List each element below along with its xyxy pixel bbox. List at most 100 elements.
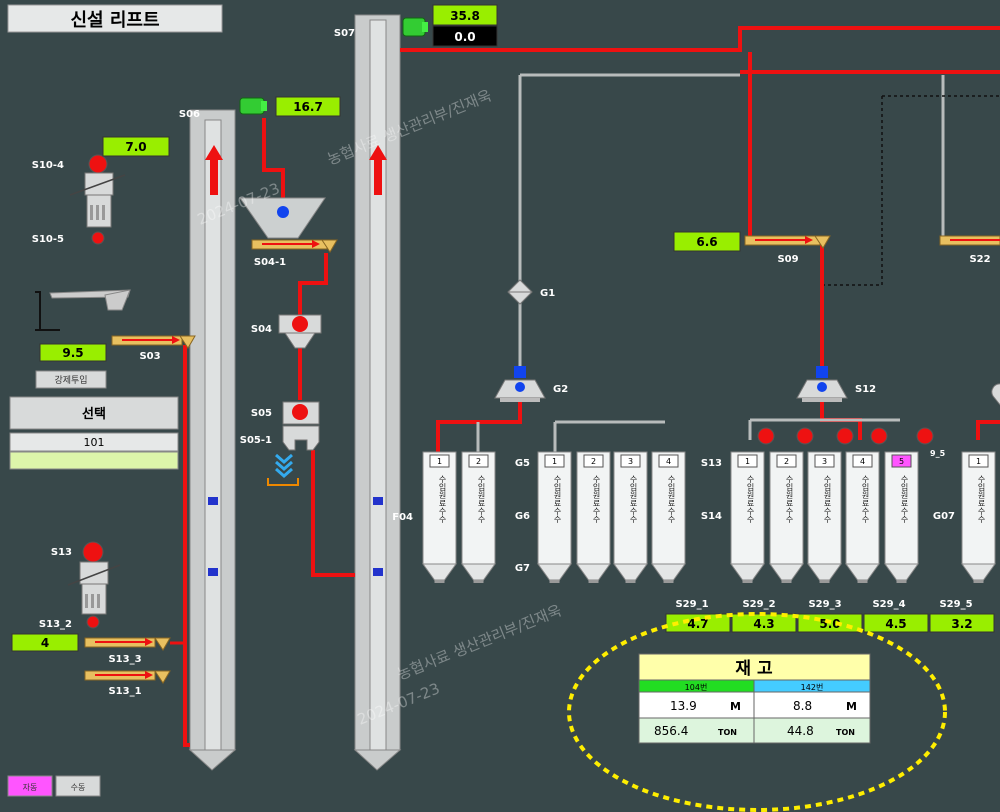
label-s22: S22	[969, 254, 990, 265]
bin-valves[interactable]	[757, 427, 934, 445]
label-g1: G1	[540, 288, 555, 299]
label-s07: S07	[334, 28, 355, 39]
watermark-text: 농협사료 생산관리부/진재욱	[395, 601, 564, 683]
label-s05: S05	[251, 408, 272, 419]
label-s04: S04	[251, 324, 272, 335]
auto-label: 자동	[23, 783, 38, 792]
select-value: 101	[84, 436, 105, 449]
reading-box	[432, 4, 498, 26]
dump-hopper	[35, 289, 131, 331]
silo-number: 2	[476, 457, 481, 466]
label-s09: S09	[777, 254, 798, 265]
label-s13-1: S13_1	[108, 686, 141, 697]
distributor-g2[interactable]	[494, 366, 546, 402]
s29-reading-box	[929, 613, 995, 633]
motor-s06[interactable]	[239, 97, 267, 115]
reading-s07-top: 35.8	[450, 9, 480, 23]
conveyor-s22[interactable]	[939, 235, 1000, 246]
s29-reading-5: 3.2	[951, 617, 972, 631]
col2-header: 142번	[801, 683, 824, 692]
silo-number: 5	[899, 457, 904, 466]
force-input-button[interactable]	[35, 370, 107, 389]
select-value-field[interactable]	[9, 432, 179, 452]
hopper-s04[interactable]	[239, 197, 326, 239]
chevron-down-icon	[267, 453, 299, 486]
rotary-valve-s13[interactable]	[67, 541, 121, 629]
inventory-title: 재 고	[735, 659, 773, 679]
col2-ton-unit: TON	[836, 728, 855, 737]
label-s03: S03	[139, 351, 160, 362]
label-s10-4: S10-4	[32, 160, 64, 171]
label-g2: G2	[553, 384, 568, 395]
silo-number: 3	[822, 457, 827, 466]
auto-button[interactable]	[7, 775, 53, 797]
elevator-s06[interactable]	[188, 109, 237, 771]
label-s14: S14	[701, 511, 722, 522]
silo-content-label: 수입원료수수	[823, 475, 832, 524]
silo-number: 1	[437, 457, 442, 466]
reading-box	[39, 343, 107, 362]
label-s29-4: S29_4	[872, 599, 905, 610]
silo-number: 1	[745, 457, 750, 466]
label-g5: G5	[515, 458, 530, 469]
col1-ton-unit: TON	[718, 728, 737, 737]
s29-labels: S29_1 S29_2 S29_3 S29_4 S29_5	[675, 599, 972, 610]
label-s13-2: S13_2	[39, 619, 72, 630]
s29-reading-1: 4.7	[687, 617, 708, 631]
label-s29-3: S29_3	[808, 599, 841, 610]
select-label: 선택	[82, 406, 106, 422]
elevator-s07[interactable]	[353, 14, 402, 771]
s29-reading-4: 4.5	[885, 617, 906, 631]
silo-content-label: 수입원료수수	[629, 475, 638, 524]
label-s04-1: S04-1	[254, 257, 286, 268]
mixer-s04[interactable]	[278, 314, 322, 349]
screen-title: 신설 리프트	[70, 10, 159, 31]
col1-header: 104번	[685, 683, 708, 692]
label-s29-2: S29_2	[742, 599, 775, 610]
col2-ton-value: 44.8	[787, 724, 814, 738]
label-g07: G07	[933, 511, 955, 522]
label-s06: S06	[179, 109, 200, 120]
reading-s09: 6.6	[696, 235, 717, 249]
silo-number: 2	[591, 457, 596, 466]
motor-s07[interactable]	[402, 17, 428, 37]
mixer-s05[interactable]	[282, 401, 320, 451]
conveyor-s04-1[interactable]	[251, 239, 338, 253]
col1-ton-value: 856.4	[654, 724, 688, 738]
select-button[interactable]	[9, 396, 179, 430]
label-s05-1: S05-1	[240, 435, 272, 446]
rotary-valve-s10[interactable]	[69, 154, 126, 245]
distributor-s12[interactable]	[796, 366, 848, 402]
label-s29-1: S29_1	[675, 599, 708, 610]
s29-reading-box	[665, 613, 731, 633]
watermark-text: 농협사료 생산관리부/진재욱	[325, 86, 494, 168]
gate-g1[interactable]	[507, 279, 533, 305]
conveyor-s09[interactable]	[744, 235, 831, 249]
conveyor-s03[interactable]	[111, 335, 196, 349]
flow-lines	[170, 26, 1000, 747]
up-arrow-icon	[369, 145, 387, 195]
manual-button[interactable]	[55, 775, 101, 797]
inventory-panel: 재 고 104번 142번 13.9 M 8.8 M 856.4 TON 44.…	[638, 653, 871, 744]
label-s13: S13	[51, 547, 72, 558]
select-status-bar	[9, 451, 179, 470]
silo-right-3[interactable]: 3 수입원료수수	[807, 451, 842, 583]
reading-s03: 9.5	[62, 346, 83, 360]
silo-content-label: 수입원료수수	[861, 475, 870, 524]
label-g7: G7	[515, 563, 530, 574]
silo-content-label: 수입원료수수	[785, 475, 794, 524]
conveyor-s13-3[interactable]	[84, 637, 171, 651]
conveyor-s13-1[interactable]	[84, 670, 171, 684]
